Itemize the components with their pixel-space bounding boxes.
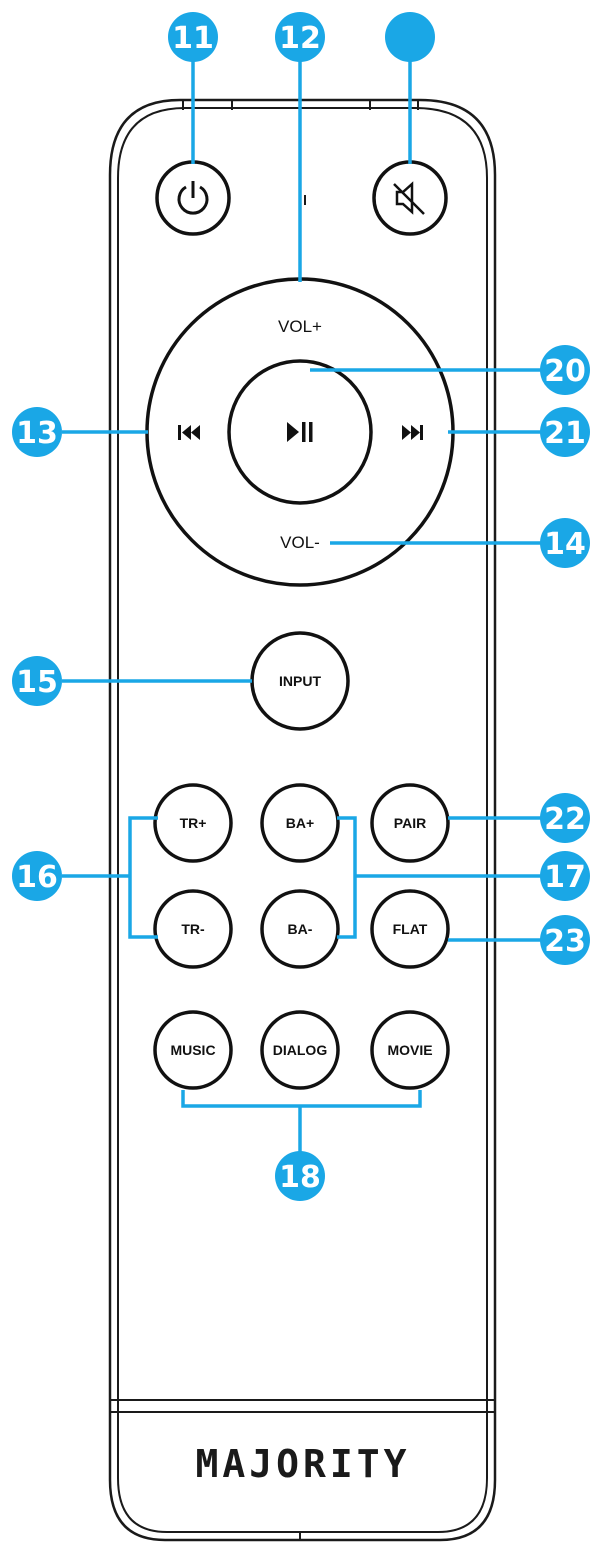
svg-text:PAIR: PAIR (394, 815, 426, 831)
mute-icon (393, 181, 425, 215)
svg-text:20: 20 (544, 354, 586, 389)
callout-15: 15 (12, 656, 62, 706)
svg-text:17: 17 (544, 860, 586, 895)
svg-text:FLAT: FLAT (393, 921, 428, 937)
flat-button[interactable]: FLAT (370, 889, 450, 969)
svg-text:DIALOG: DIALOG (273, 1042, 328, 1058)
svg-text:BA-: BA- (288, 921, 313, 937)
vol-down-button[interactable]: VOL- (280, 533, 320, 552)
svg-text:11: 11 (172, 21, 214, 56)
callout-21: 21 (540, 407, 590, 457)
svg-text:23: 23 (544, 924, 586, 959)
callout-mute (385, 12, 435, 62)
svg-text:16: 16 (16, 860, 58, 895)
callout-22: 22 (540, 793, 590, 843)
svg-text:14: 14 (544, 527, 586, 562)
svg-text:INPUT: INPUT (279, 673, 321, 689)
callout-11: 11 (168, 12, 218, 62)
skip-forward-icon[interactable] (402, 425, 423, 440)
play-pause-button[interactable] (227, 359, 373, 505)
music-button[interactable]: MUSIC (153, 1010, 233, 1090)
callout-12: 12 (275, 12, 325, 62)
nav-ring: VOL+ VOL- (145, 277, 455, 587)
svg-text:TR+: TR+ (180, 815, 207, 831)
vol-up-button[interactable]: VOL+ (278, 317, 322, 336)
svg-text:TR-: TR- (181, 921, 205, 937)
bass-down-button[interactable]: BA- (260, 889, 340, 969)
svg-text:MOVIE: MOVIE (387, 1042, 432, 1058)
callout-18: 18 (275, 1151, 325, 1201)
skip-back-icon[interactable] (178, 425, 200, 440)
svg-text:BA+: BA+ (286, 815, 314, 831)
pair-button[interactable]: PAIR (370, 783, 450, 863)
power-icon (177, 181, 209, 215)
svg-text:MUSIC: MUSIC (170, 1042, 215, 1058)
play-pause-icon (287, 422, 313, 442)
dialog-button[interactable]: DIALOG (260, 1010, 340, 1090)
svg-text:18: 18 (279, 1160, 321, 1195)
treble-down-button[interactable]: TR- (153, 889, 233, 969)
input-button[interactable]: INPUT (250, 631, 350, 731)
callout-20: 20 (540, 345, 590, 395)
callout-23: 23 (540, 915, 590, 965)
svg-text:21: 21 (544, 416, 586, 451)
callout-14: 14 (540, 518, 590, 568)
callout-13: 13 (12, 407, 62, 457)
svg-text:22: 22 (544, 802, 586, 837)
treble-up-button[interactable]: TR+ (153, 783, 233, 863)
movie-button[interactable]: MOVIE (370, 1010, 450, 1090)
bass-up-button[interactable]: BA+ (260, 783, 340, 863)
callout-17: 17 (540, 851, 590, 901)
svg-text:13: 13 (16, 416, 58, 451)
leader-lines (62, 58, 545, 1152)
mute-button[interactable] (372, 160, 448, 236)
power-button[interactable] (155, 160, 231, 236)
svg-text:15: 15 (16, 665, 58, 700)
brand-logo: MAJORITY (195, 1442, 410, 1486)
callout-16: 16 (12, 851, 62, 901)
svg-text:12: 12 (279, 21, 321, 56)
